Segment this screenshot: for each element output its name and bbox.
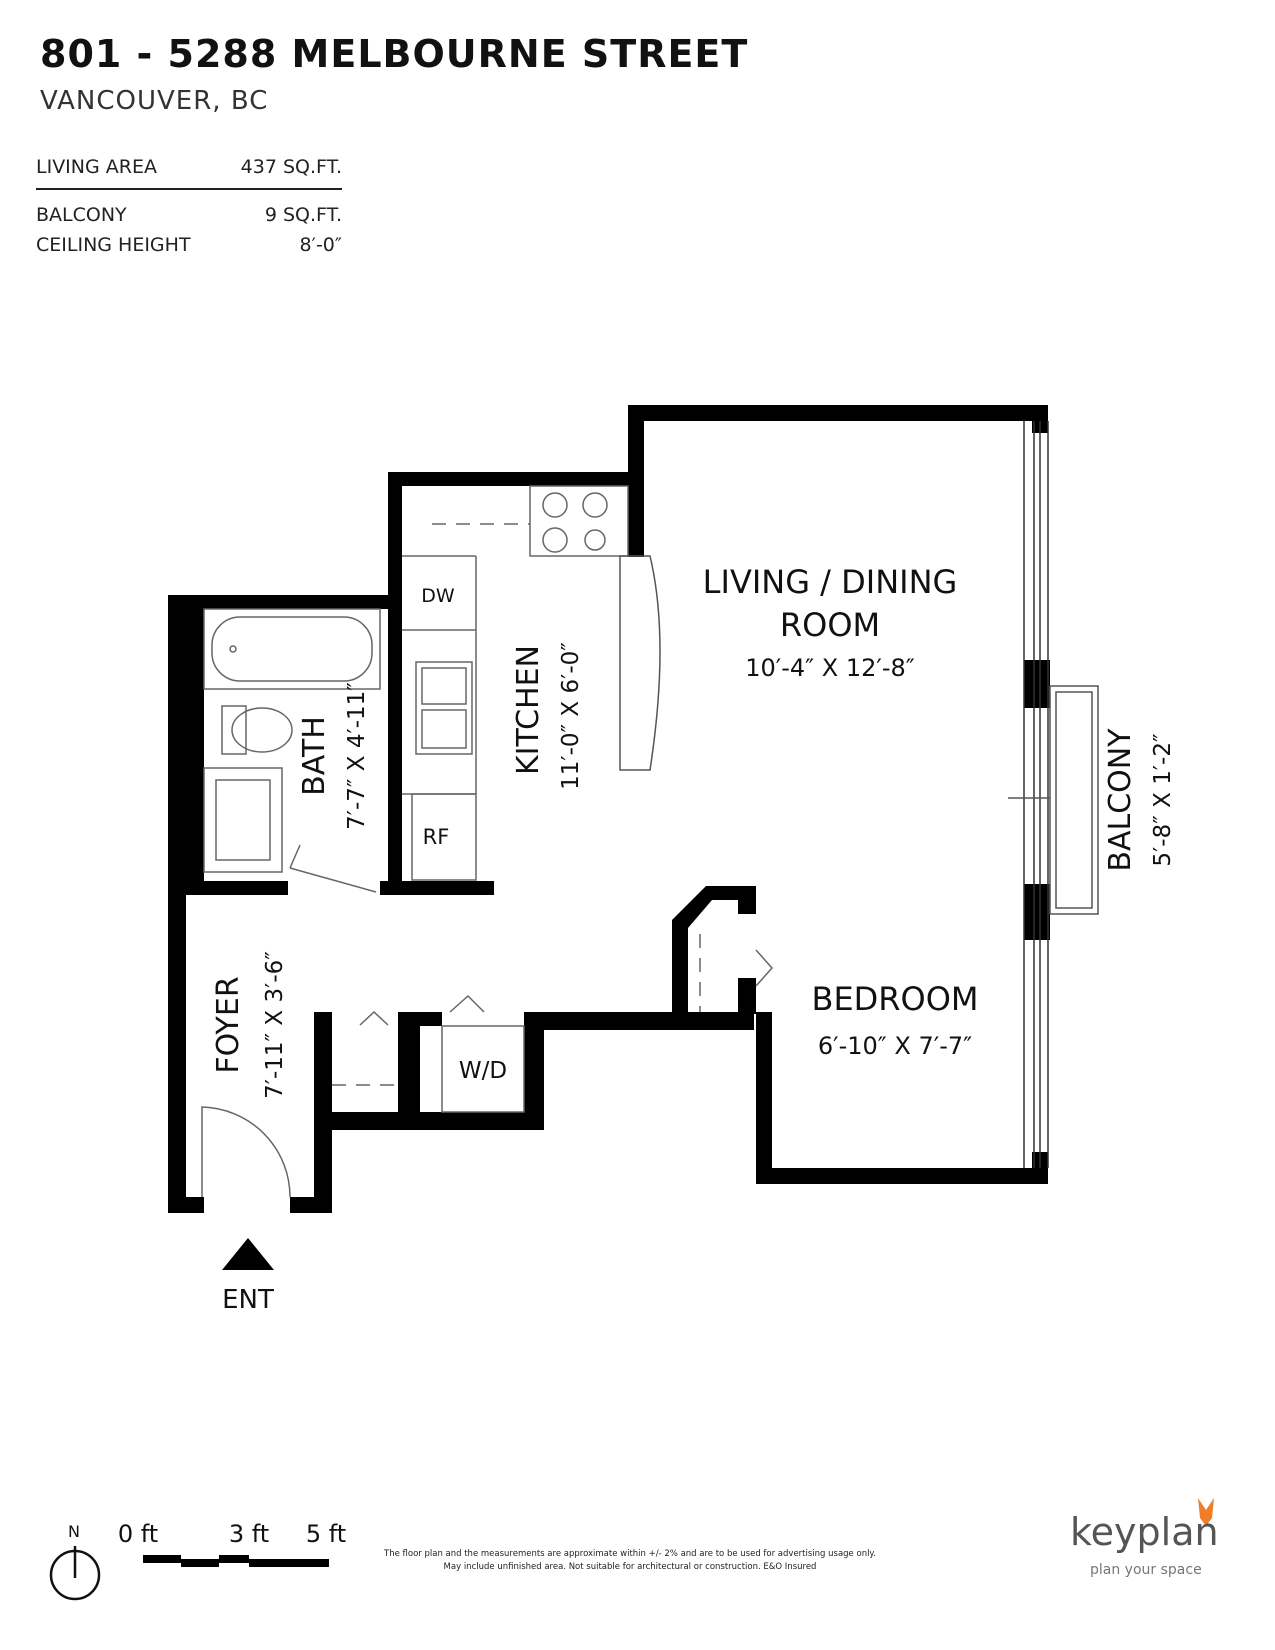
page-subtitle: VANCOUVER, BC xyxy=(40,86,269,116)
kitchen-island xyxy=(619,555,661,771)
stat-ceiling-height: CEILING HEIGHT 8′-0″ xyxy=(36,230,342,260)
bath-dims: 7′-7″ X 4′-11″ xyxy=(344,682,370,830)
entrance-arrow-icon xyxy=(222,1238,274,1270)
kitchen-dims: 11′-0″ X 6′-0″ xyxy=(558,642,584,790)
scale-label-0: 0 ft xyxy=(118,1520,158,1548)
windows xyxy=(1023,421,1049,1168)
compass-icon: N xyxy=(49,1522,101,1601)
stat-value: 8′-0″ xyxy=(299,234,342,256)
living-room-label: LIVING / DINING xyxy=(703,563,958,601)
entrance-label: ENT xyxy=(222,1285,274,1315)
living-room-dims: 10′-4″ X 12′-8″ xyxy=(745,654,915,682)
fridge-label: RF xyxy=(423,825,450,849)
room-labels: LIVING / DINING ROOM 10′-4″ X 12′-8″ BED… xyxy=(211,563,1176,1099)
closet-doors xyxy=(201,934,774,1198)
stat-label: BALCONY xyxy=(36,204,127,226)
scale-label-3: 3 ft xyxy=(229,1520,269,1548)
stat-value: 437 SQ.FT. xyxy=(240,156,342,178)
page-title: 801 - 5288 MELBOURNE STREET xyxy=(40,32,749,76)
scale-bar xyxy=(143,1555,329,1567)
walls xyxy=(168,405,1050,1213)
kitchen-fixtures xyxy=(402,485,629,881)
stat-label: LIVING AREA xyxy=(36,156,157,178)
stat-living-area: LIVING AREA 437 SQ.FT. xyxy=(36,152,342,190)
compass-label: N xyxy=(68,1522,80,1541)
scale-label-5: 5 ft xyxy=(306,1520,346,1548)
disclaimer: The floor plan and the measurements are … xyxy=(350,1548,910,1574)
dishwasher-label: DW xyxy=(421,585,455,607)
foyer-dims: 7′-11″ X 3′-6″ xyxy=(262,951,288,1099)
bath-fixtures xyxy=(203,608,381,893)
stat-label: CEILING HEIGHT xyxy=(36,234,191,256)
stat-value: 9 SQ.FT. xyxy=(264,204,342,226)
foyer-label: FOYER xyxy=(211,976,246,1073)
keyplan-logo: keyplan xyxy=(1070,1510,1219,1554)
bedroom-label: BEDROOM xyxy=(811,980,978,1018)
bedroom-dims: 6′-10″ X 7′-7″ xyxy=(818,1032,972,1060)
washer-dryer-label: W/D xyxy=(459,1058,507,1084)
disclaimer-line-2: May include unfinished area. Not suitabl… xyxy=(443,1562,817,1572)
disclaimer-line-1: The floor plan and the measurements are … xyxy=(384,1549,876,1559)
balcony-dims: 5′-8″ X 1′-2″ xyxy=(1150,733,1176,867)
balcony-outline xyxy=(1008,685,1099,915)
kitchen-label: KITCHEN xyxy=(511,645,546,775)
keyplan-tagline: plan your space xyxy=(1090,1562,1202,1578)
stat-balcony: BALCONY 9 SQ.FT. xyxy=(36,200,342,230)
balcony-label: BALCONY xyxy=(1103,728,1138,872)
area-stats: LIVING AREA 437 SQ.FT. BALCONY 9 SQ.FT. … xyxy=(36,152,342,260)
living-room-label-line2: ROOM xyxy=(780,606,880,644)
keyplan-fox-icon xyxy=(1198,1498,1214,1526)
bath-label: BATH xyxy=(297,716,332,796)
